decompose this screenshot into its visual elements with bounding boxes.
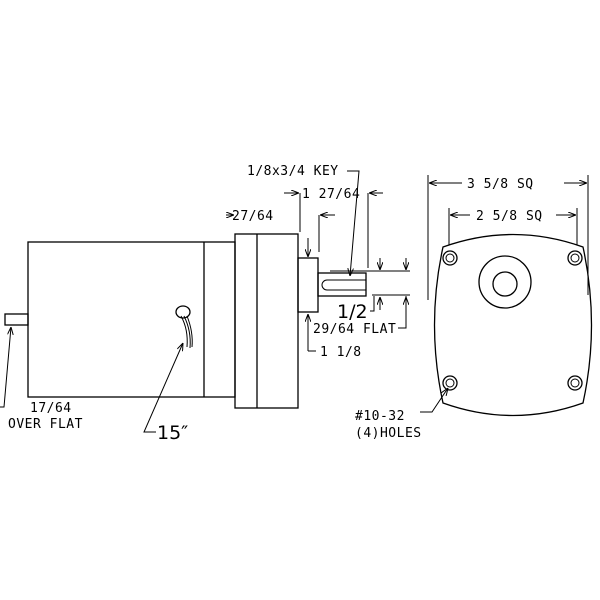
rear-shaft-label-1: 17/64 xyxy=(30,401,72,416)
lead-length-label: 15″ xyxy=(157,422,188,444)
shoulder-length-label: 1 1/8 xyxy=(320,345,362,360)
key-label: 1/8x3/4 KEY xyxy=(247,164,339,179)
holes-label-2: (4)HOLES xyxy=(355,426,422,441)
rear-shaft xyxy=(4,313,29,326)
shaft-length-label: 1 27/64 xyxy=(302,187,360,202)
shaft-diameter-label: 1/2 xyxy=(337,301,368,323)
shaft-bore xyxy=(492,271,518,297)
front-view: 3 5/8 SQ 2 5/8 SQ #10-32 (4)HOLES xyxy=(355,175,593,441)
holes-label-1: #10-32 xyxy=(355,409,405,424)
shaft-flat-label: 29/64 FLAT xyxy=(313,322,396,337)
output-shaft xyxy=(317,272,367,297)
side-view: 1/8x3/4 KEY 1 27/64 27/64 1/2 29/64 FLAT… xyxy=(0,164,410,444)
flange-offset-label: 27/64 xyxy=(232,209,274,224)
holes-leader xyxy=(420,388,448,413)
lead-leader xyxy=(143,343,183,433)
lead-wire-hole xyxy=(175,305,191,319)
lead-wires xyxy=(180,315,193,349)
gearbox-flange xyxy=(234,233,299,409)
bolt-square-label: 2 5/8 SQ xyxy=(476,209,543,224)
output-shoulder xyxy=(297,257,319,313)
mounting-holes xyxy=(442,250,583,391)
gearbox-face xyxy=(433,233,593,417)
key-slot xyxy=(321,279,366,291)
hub xyxy=(478,255,532,309)
rear-shaft-label-2: OVER FLAT xyxy=(8,417,83,432)
key-leader xyxy=(347,170,360,276)
outer-square-label: 3 5/8 SQ xyxy=(467,177,534,192)
rear-shaft-leader xyxy=(0,327,11,408)
